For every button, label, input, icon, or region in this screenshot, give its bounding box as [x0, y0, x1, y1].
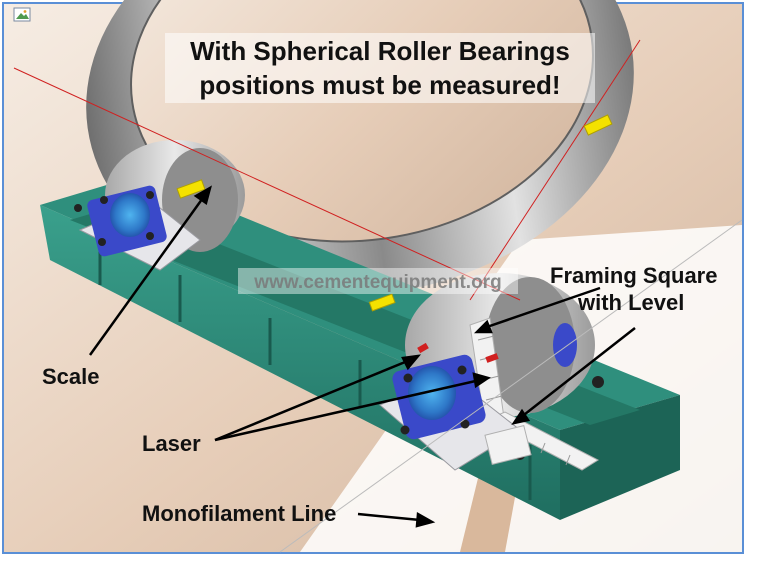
framing-square-label-line-1: Framing Square	[550, 263, 717, 288]
back-bearing	[74, 185, 201, 271]
framing-leader-upper	[483, 286, 601, 330]
monofilament-arrowhead	[415, 511, 436, 528]
scale-leader	[88, 194, 207, 356]
title-backdrop	[165, 33, 595, 103]
front-bearing	[379, 354, 604, 471]
monofilament-leader	[357, 512, 421, 522]
framing-arrowhead-lower	[511, 408, 531, 425]
watermark-text: www.cementequipment.org	[253, 272, 501, 293]
scale-marker-front	[368, 293, 396, 312]
laser-emitter-right	[485, 353, 499, 363]
laser-label: Laser	[142, 431, 201, 456]
scale-arrowhead	[193, 185, 212, 206]
title-line-2: positions must be measured!	[199, 70, 560, 100]
scale-label: Scale	[42, 364, 100, 389]
monofilament-label: Monofilament Line	[142, 501, 336, 526]
framing-square-label-line-2: with Level	[577, 290, 684, 315]
monofilament-line	[279, 219, 743, 553]
framing-leader-lower	[519, 327, 636, 419]
laser-line-secondary	[469, 39, 641, 301]
laser-leader-left	[214, 358, 411, 442]
scale-marker-back	[176, 179, 206, 199]
laser-emitter-left	[417, 342, 429, 354]
framing-arrowhead-upper	[473, 319, 493, 334]
image-placeholder-icon	[13, 7, 31, 22]
laser-arrowhead-left	[401, 354, 422, 371]
leader-lines	[88, 185, 636, 528]
laser-leader-right	[214, 378, 481, 442]
watermark-backdrop	[238, 268, 518, 294]
laser-arrowhead-right	[472, 372, 491, 389]
laser-line-primary	[13, 67, 521, 301]
scale-marker-tyre	[583, 114, 613, 136]
title-line-1: With Spherical Roller Bearings	[190, 36, 570, 66]
